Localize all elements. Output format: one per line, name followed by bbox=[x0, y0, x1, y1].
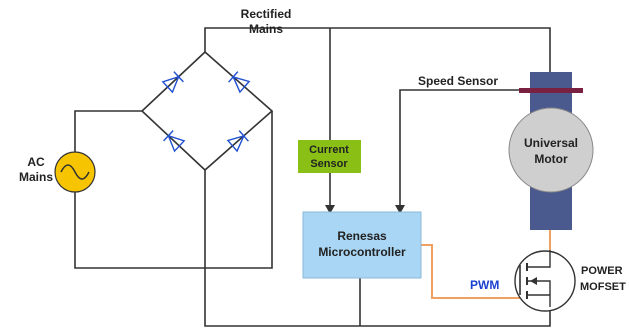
ac-mains-label-line1: AC bbox=[27, 155, 45, 169]
pwm-label: PWM bbox=[470, 278, 499, 292]
speed-sensor-label: Speed Sensor bbox=[418, 74, 498, 88]
bridge-rectifier bbox=[140, 50, 274, 172]
diode-top-right bbox=[228, 71, 251, 94]
power-mosfet-label-line1: POWER bbox=[581, 265, 623, 277]
rectified-label-line1: Rectified bbox=[241, 7, 292, 21]
diode-bottom-right bbox=[226, 130, 249, 153]
ac-bottom-wire bbox=[74, 111, 273, 269]
mosfet-icon bbox=[514, 250, 576, 312]
ac-mains-label-line2: Mains bbox=[19, 170, 53, 184]
power-mosfet-label-line2: MOFSET bbox=[580, 281, 626, 293]
rectified-bus-wire bbox=[204, 27, 551, 72]
motor-label-line2: Motor bbox=[534, 152, 568, 166]
microcontroller-label-line2: Microcontroller bbox=[318, 245, 406, 259]
ground-bus-wire bbox=[204, 170, 551, 327]
rectified-label-line2: Mains bbox=[249, 22, 283, 36]
speed-sensor-disc bbox=[519, 88, 583, 93]
speed-arrow bbox=[395, 205, 405, 214]
sine-wave-icon bbox=[60, 164, 90, 180]
speed-sensor-wire bbox=[399, 89, 519, 210]
microcontroller-box bbox=[302, 211, 422, 279]
current-sensor-label-line2: Sensor bbox=[310, 158, 348, 170]
current-arrow bbox=[325, 205, 335, 214]
motor-label-line1: Universal bbox=[524, 136, 578, 150]
motor-circle bbox=[508, 107, 594, 193]
current-sensor-box bbox=[298, 140, 361, 173]
diode-bottom-left bbox=[163, 130, 186, 153]
current-sensor-label-line1: Current bbox=[309, 144, 349, 156]
diode-top-left bbox=[161, 71, 184, 94]
ac-top-wire bbox=[74, 110, 142, 152]
microcontroller-label-line1: Renesas bbox=[337, 229, 387, 243]
